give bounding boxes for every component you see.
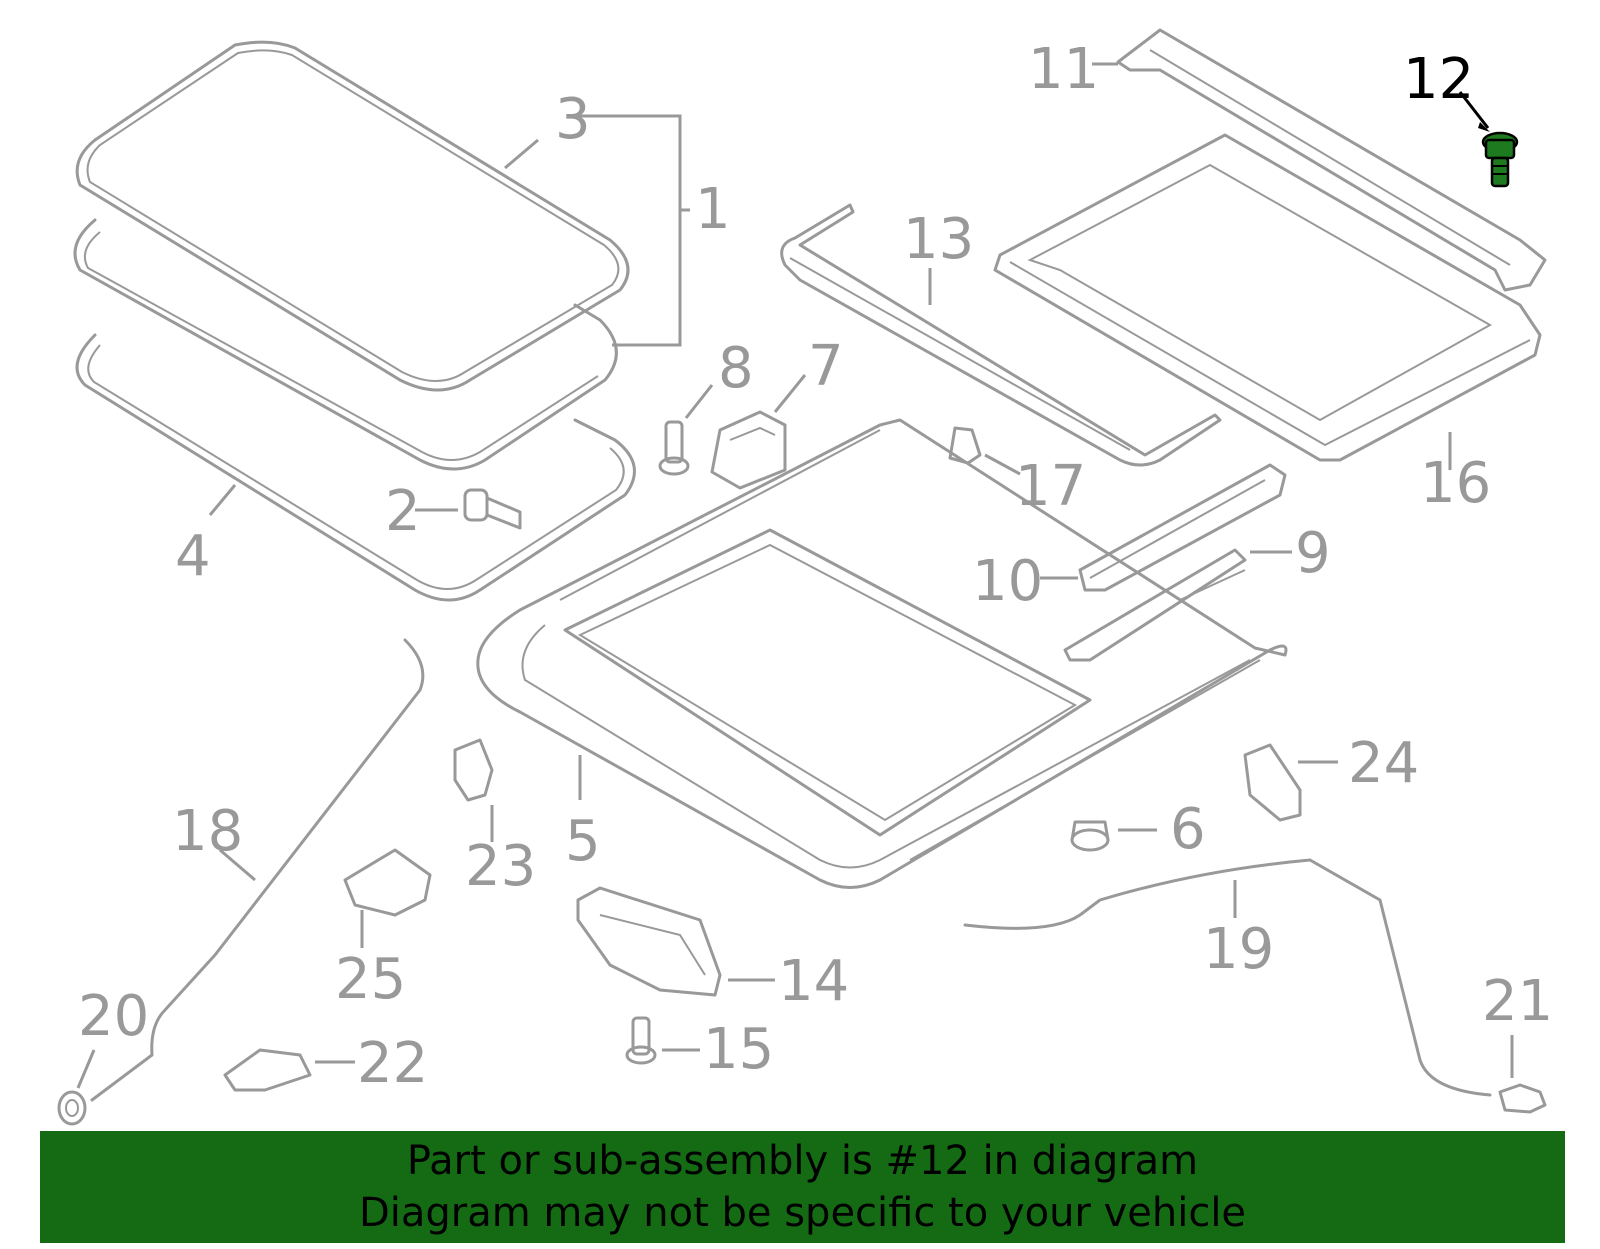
leader-17 — [984, 453, 1021, 476]
clip-part-17 — [948, 426, 982, 465]
leader-7 — [773, 374, 807, 413]
sunroof-frame-part-5 — [476, 418, 1288, 889]
callout-1: 1 — [695, 177, 731, 242]
glass-panel-assembly-part-1 — [73, 218, 618, 471]
bolt-part-15 — [625, 1016, 657, 1065]
callout-2: 2 — [385, 479, 421, 544]
housing-part-11 — [1116, 28, 1547, 292]
seal-strip-part-13 — [780, 203, 1222, 467]
bolt-part-12 — [1481, 131, 1519, 188]
deflector-frame-part-4 — [75, 333, 636, 602]
clip-part-22 — [223, 1048, 312, 1092]
leader-20 — [76, 1049, 96, 1089]
callout-10: 10 — [972, 549, 1043, 614]
leader-12 — [1458, 91, 1490, 129]
callout-14: 14 — [778, 949, 849, 1014]
rail-part-10 — [1078, 463, 1287, 592]
callout-7: 7 — [808, 334, 844, 399]
callout-8: 8 — [718, 336, 754, 401]
leader-8 — [684, 384, 714, 419]
part-info-banner: Part or sub-assembly is #12 in diagram D… — [40, 1131, 1565, 1243]
leader-18 — [219, 848, 256, 882]
bracket-line-1 — [578, 114, 682, 347]
glass-panel-part-3 — [75, 40, 630, 392]
banner-line-part-number: Part or sub-assembly is #12 in diagram — [406, 1138, 1199, 1184]
callout-3: 3 — [555, 87, 591, 152]
callout-22: 22 — [357, 1031, 428, 1096]
drain-hose-part-19 — [963, 858, 1492, 1097]
grommet-part-20 — [57, 1090, 87, 1126]
bracket-part-24 — [1243, 743, 1302, 822]
callout-5: 5 — [565, 809, 601, 874]
grommet-part-6 — [1070, 820, 1110, 852]
callout-15: 15 — [703, 1017, 774, 1082]
clip-part-23 — [453, 738, 494, 802]
clip-part-25 — [343, 848, 432, 917]
drain-hose-part-18 — [90, 638, 425, 1102]
callout-21: 21 — [1482, 969, 1553, 1034]
bolt-part-2 — [463, 488, 522, 530]
callout-9: 9 — [1295, 521, 1331, 586]
banner-line-disclaimer: Diagram may not be specific to your vehi… — [358, 1190, 1247, 1236]
callout-24: 24 — [1348, 731, 1419, 796]
connector-part-21 — [1498, 1083, 1547, 1114]
glass-frame-part-16 — [993, 133, 1542, 462]
leader-4 — [208, 484, 237, 516]
callout-4: 4 — [175, 524, 211, 589]
motor-part-14 — [576, 886, 722, 997]
callout-20: 20 — [78, 984, 149, 1049]
callout-25: 25 — [335, 947, 406, 1012]
rail-part-9 — [1063, 548, 1247, 662]
callout-23: 23 — [465, 834, 536, 899]
callout-12: 12 — [1403, 47, 1474, 112]
leader-12-arrowhead — [1478, 122, 1490, 132]
leader-3 — [504, 138, 539, 170]
callout-18: 18 — [172, 799, 243, 864]
callout-13: 13 — [903, 207, 974, 272]
callout-17: 17 — [1015, 454, 1086, 519]
bolt-part-8 — [658, 420, 690, 476]
callout-11: 11 — [1028, 37, 1099, 102]
callout-16: 16 — [1420, 451, 1491, 516]
bracket-part-7 — [710, 410, 787, 490]
callout-6: 6 — [1170, 797, 1206, 862]
callout-19: 19 — [1203, 917, 1274, 982]
